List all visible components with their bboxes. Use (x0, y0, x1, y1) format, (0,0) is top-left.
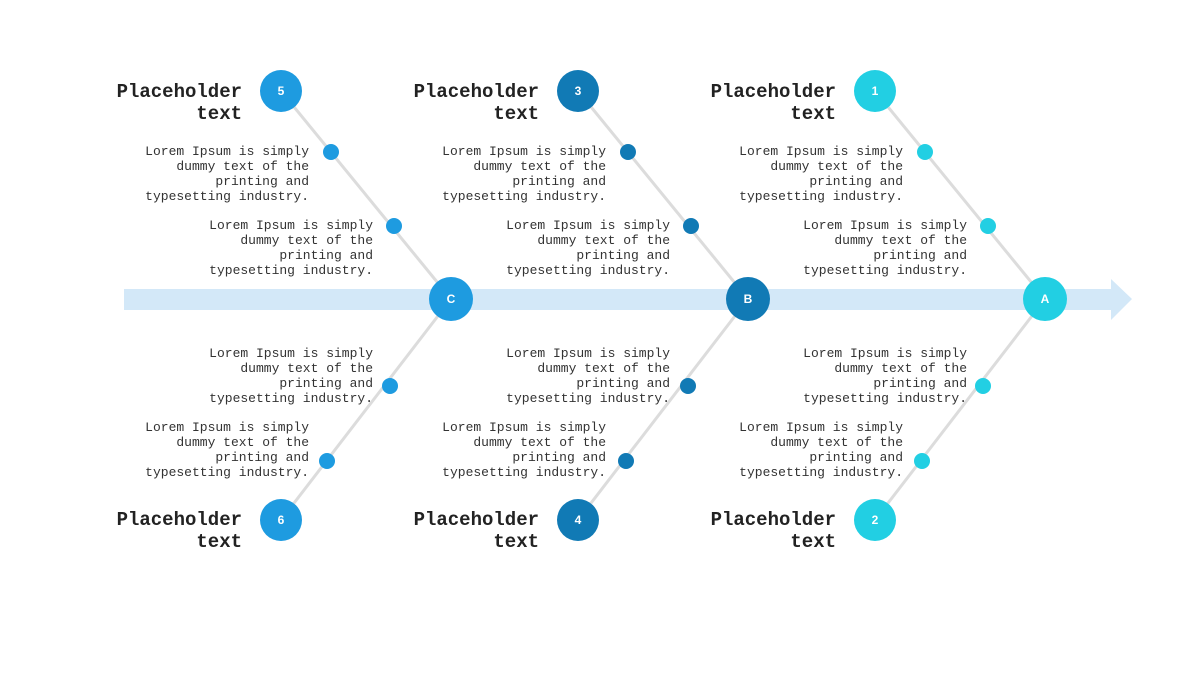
bone-2 (873, 298, 1047, 521)
branch-2-number: 2 (854, 499, 896, 541)
spine-node-c: C (429, 277, 473, 321)
branch-5-title: Placeholder text (116, 81, 242, 125)
branch-4-number: 4 (557, 499, 599, 541)
bone-1-dot-2 (980, 218, 996, 234)
branch-3-title: Placeholder text (413, 81, 539, 125)
branch-6-desc-2: Lorem Ipsum is simply dummy text of the … (145, 420, 309, 480)
branch-5-number: 5 (260, 70, 302, 112)
branch-6-number: 6 (260, 499, 302, 541)
bone-1 (873, 90, 1047, 300)
bone-6 (279, 298, 453, 521)
bone-2-dot-1 (975, 378, 991, 394)
branch-1-desc-2: Lorem Ipsum is simply dummy text of the … (803, 218, 967, 278)
branch-4-desc-2: Lorem Ipsum is simply dummy text of the … (442, 420, 606, 480)
branch-6-title: Placeholder text (116, 509, 242, 553)
branch-1-number: 1 (854, 70, 896, 112)
branch-4-title: Placeholder text (413, 509, 539, 553)
spine-arrow (124, 279, 1132, 320)
bone-3-dot-1 (620, 144, 636, 160)
bone-2-dot-2 (914, 453, 930, 469)
branch-3-desc-2: Lorem Ipsum is simply dummy text of the … (506, 218, 670, 278)
bone-5-dot-2 (386, 218, 402, 234)
spine-node-b: B (726, 277, 770, 321)
branch-5-desc-2: Lorem Ipsum is simply dummy text of the … (209, 218, 373, 278)
branch-6-desc-1: Lorem Ipsum is simply dummy text of the … (209, 346, 373, 406)
branch-2-desc-1: Lorem Ipsum is simply dummy text of the … (803, 346, 967, 406)
bone-3-dot-2 (683, 218, 699, 234)
branch-3-desc-1: Lorem Ipsum is simply dummy text of the … (442, 144, 606, 204)
bone-4-dot-1 (680, 378, 696, 394)
branch-1-title: Placeholder text (710, 81, 836, 125)
branch-4-desc-1: Lorem Ipsum is simply dummy text of the … (506, 346, 670, 406)
bone-6-dot-1 (382, 378, 398, 394)
bone-5-dot-1 (323, 144, 339, 160)
bone-1-dot-1 (917, 144, 933, 160)
spine-node-a: A (1023, 277, 1067, 321)
branch-2-title: Placeholder text (710, 509, 836, 553)
bone-5 (279, 90, 453, 300)
bone-4-dot-2 (618, 453, 634, 469)
branch-1-desc-1: Lorem Ipsum is simply dummy text of the … (739, 144, 903, 204)
branch-2-desc-2: Lorem Ipsum is simply dummy text of the … (739, 420, 903, 480)
bone-3 (576, 90, 750, 300)
branch-5-desc-1: Lorem Ipsum is simply dummy text of the … (145, 144, 309, 204)
bone-6-dot-2 (319, 453, 335, 469)
bone-4 (576, 298, 750, 521)
branch-3-number: 3 (557, 70, 599, 112)
